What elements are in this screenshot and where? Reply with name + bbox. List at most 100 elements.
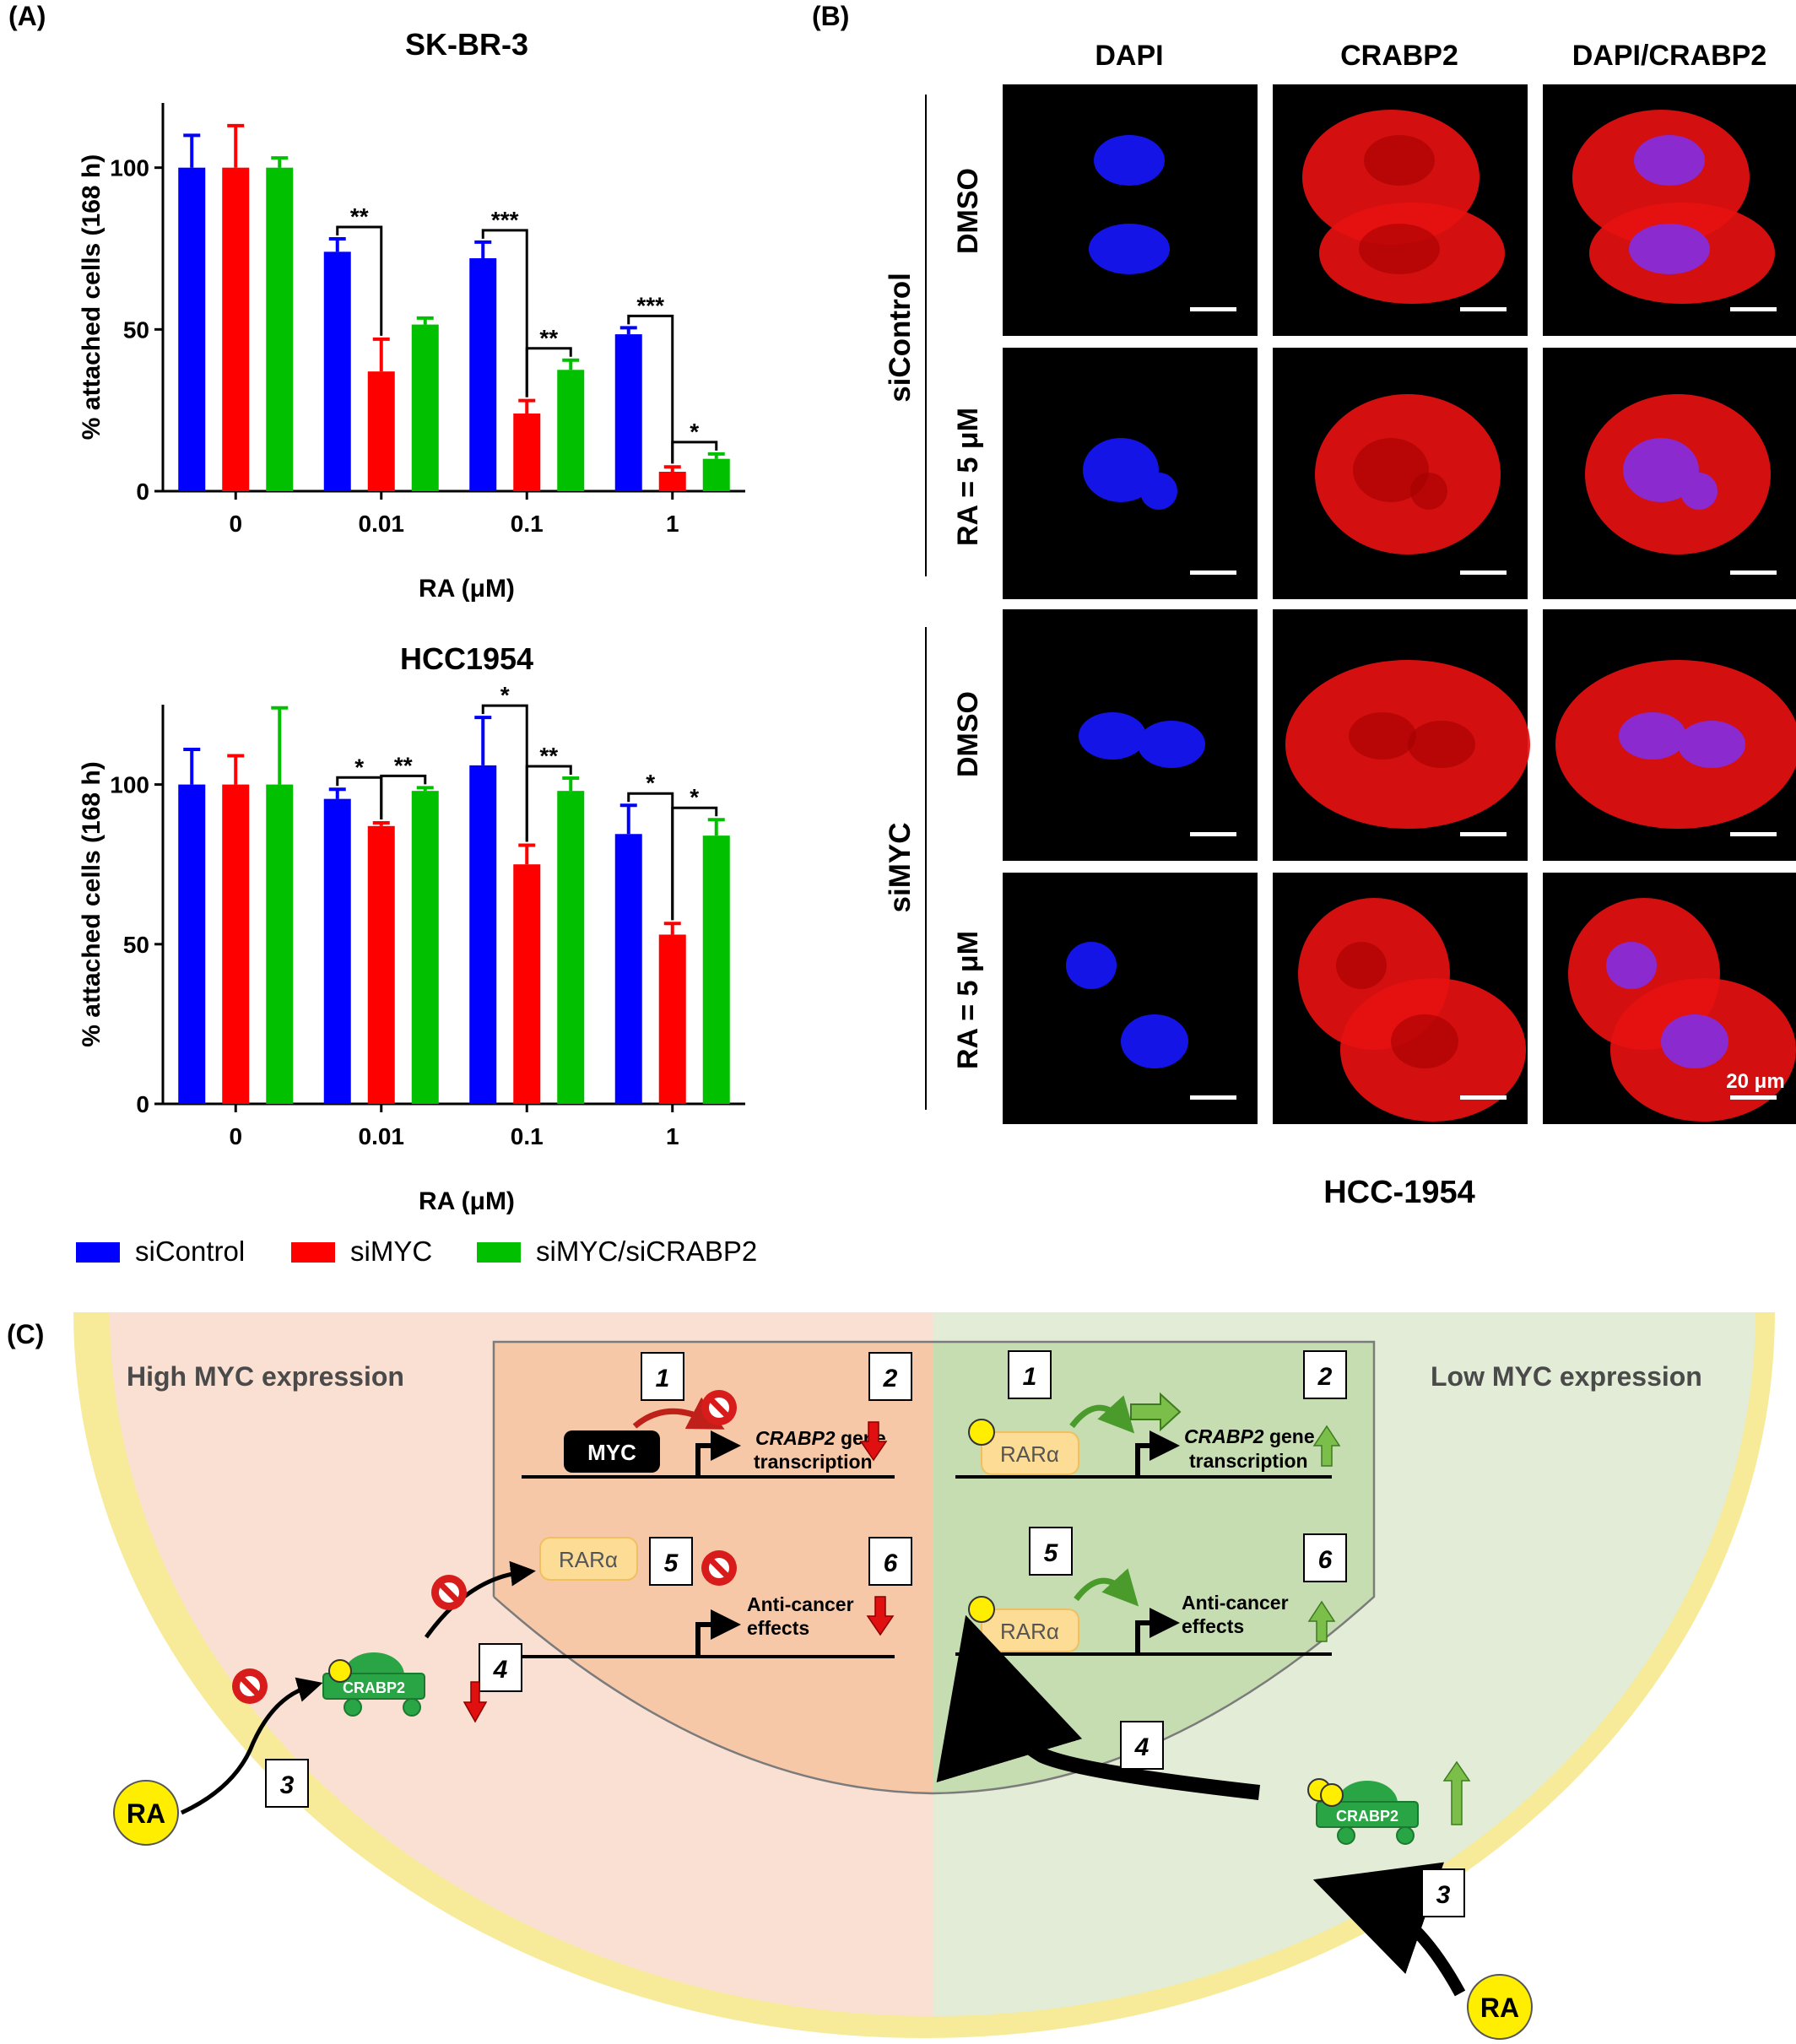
significance-label: ** [539,743,558,769]
microscopy-image [1003,873,1258,1124]
row-label-ra-1: RA = 5 μM [952,408,984,546]
bar [702,458,730,491]
step-5-label: 5 [664,1549,679,1577]
scale-bar [1190,1095,1236,1100]
y-tick-label: 0 [136,1091,149,1117]
gene-label: CRABP2 gene [1184,1425,1315,1447]
retinoic-acid [1467,1974,1533,2040]
no-sign-icon [431,1575,467,1610]
step-3-box [1421,1868,1465,1917]
y-tick-label: 50 [123,932,149,958]
nucleus [1661,1014,1728,1068]
significance-label: * [646,770,655,796]
nucleus [1083,438,1159,502]
step-4-box [479,1643,522,1692]
myc-label: MYC [587,1440,636,1465]
step-1-label: 1 [1023,1363,1037,1391]
step-6-box [868,1537,912,1586]
rar-alpha-protein [981,1431,1079,1475]
scale-bar [1460,1095,1507,1100]
nucleus [1634,135,1705,186]
bar [557,370,585,491]
panel-a-label: (A) [8,1,46,31]
ra-label: RA [127,1798,165,1829]
step-1-box [641,1352,684,1401]
row-label-dmso-2: DMSO [952,691,984,777]
bar [513,864,541,1104]
scale-bar [1730,1095,1777,1100]
crabp2-protein [322,1652,425,1717]
myc-protein [564,1430,660,1473]
nucleus [1408,721,1475,768]
nucleus [1391,1014,1458,1068]
up-arrow-icon [1307,1600,1336,1642]
no-sign-icon [701,1550,737,1586]
step-4-box [1120,1721,1164,1770]
activation-arrow [1074,1568,1139,1607]
step-2-label: 2 [883,1365,898,1392]
x-tick-label: 0 [229,1123,242,1149]
nucleus [1359,224,1440,274]
rar-alpha-label: RARα [1000,1619,1059,1644]
no-sign-icon [701,1390,737,1425]
ra-ligand [968,1419,995,1446]
rar-alpha-label: RARα [559,1547,618,1572]
panel-b-label: (B) [812,1,849,31]
ra-ligand [968,1596,995,1623]
bar [367,825,395,1104]
anti-cancer-label: Anti-cancer [747,1593,854,1615]
no-sign-icon [232,1668,268,1704]
bar [323,251,351,491]
chart-title: SK-BR-3 [405,27,528,62]
ra-label: RA [1480,1993,1519,2023]
step-3-label: 3 [1436,1881,1451,1909]
crabp2-label: CRABP2 [1336,1808,1398,1825]
bar [222,167,250,491]
significance-label: ** [539,325,558,351]
significance-bracket [336,225,383,336]
bar [614,834,642,1104]
step-3-box [265,1759,309,1808]
scale-bar [1460,832,1507,836]
bar [557,791,585,1104]
legend-swatch-simyc-sicrabp2 [477,1242,521,1263]
right-arrow-icon [1130,1392,1182,1432]
bar [658,934,686,1104]
rar-alpha-label: RARα [1000,1441,1059,1467]
nucleus [1619,712,1686,760]
nucleus [1623,438,1699,502]
bar [266,784,294,1104]
crabp2-protein [1307,1778,1419,1845]
significance-label: ** [350,203,369,230]
transcription-label: transcription [1189,1450,1308,1472]
y-axis-label: % attached cells (168 h) [78,761,105,1046]
nucleus [1629,224,1710,274]
up-arrow-icon [1312,1425,1341,1467]
step-4-label: 4 [1134,1733,1150,1761]
significance-bracket [380,774,427,820]
bar [411,324,439,491]
bar [222,784,250,1104]
bar [266,167,294,491]
y-axis-label: % attached cells (168 h) [78,154,105,440]
y-tick-label: 100 [110,155,149,181]
bar [367,371,395,491]
significance-label: * [500,682,510,708]
y-tick-label: 50 [123,316,149,343]
bar [702,835,730,1104]
significance-bracket [481,229,528,397]
panel-c-label: (C) [7,1319,44,1349]
rar-alpha-protein [539,1537,638,1581]
step-6-label: 6 [1318,1546,1333,1574]
row-label-ra-2: RA = 5 μM [952,931,984,1069]
x-tick-label: 0.1 [511,511,544,537]
row-label-dmso-1: DMSO [952,168,984,254]
nucleus [1079,712,1146,760]
significance-bracket [525,765,572,842]
legend-label-simyc-sicrabp2: siMYC/siCRABP2 [536,1236,757,1267]
low-myc-title: Low MYC expression [1431,1361,1702,1392]
step-1-label: 1 [656,1365,670,1392]
crabp2-blocked-arrow [424,1560,536,1639]
promoter-arrow [1135,1430,1180,1477]
